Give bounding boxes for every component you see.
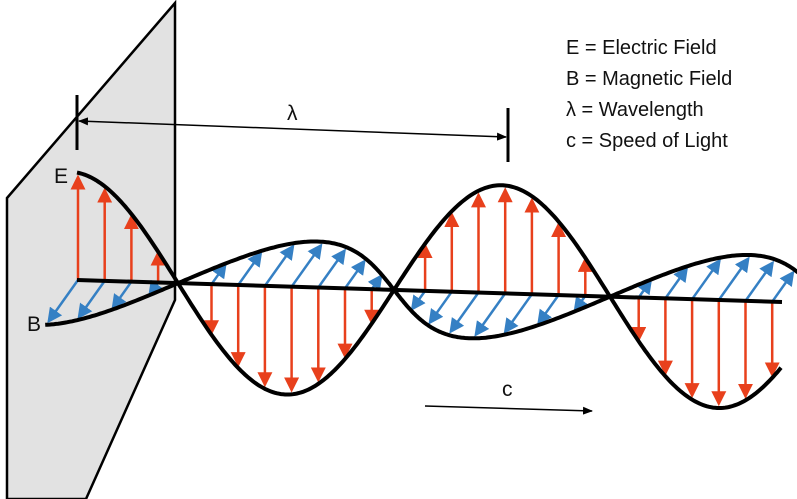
magnetic-field-vector [367, 273, 383, 291]
magnetic-field-label: B [27, 313, 41, 336]
legend-electric: E = Electric Field [566, 37, 717, 59]
legend-magnetic: B = Magnetic Field [566, 68, 732, 90]
electric-field-label: E [54, 165, 68, 188]
wavelength-arrow [78, 117, 507, 141]
magnetic-field-vector [77, 280, 106, 320]
magnetic-field-vector [210, 262, 227, 285]
magnetic-field-vector [537, 294, 560, 326]
magnetic-field-vector [691, 258, 721, 300]
polarization-plane [5, 0, 177, 499]
magnetic-field-vector [664, 266, 689, 300]
magnetic-field-wave [45, 239, 797, 341]
legend-wavelength: λ = Wavelength [566, 99, 704, 121]
magnetic-field-vector [290, 243, 323, 288]
magnetic-field-vector [111, 280, 133, 310]
magnetic-field-vector [428, 290, 453, 325]
electric-field-wave [76, 170, 783, 410]
magnetic-field-vector [410, 290, 427, 311]
wavelength-label: λ [287, 102, 298, 125]
magnetic-field-vector [474, 292, 507, 337]
magnetic-field-arrows [47, 243, 795, 337]
magnetic-field-vector [717, 256, 750, 301]
legend-speed: c = Speed of Light [566, 130, 728, 152]
speed-label: c [502, 378, 513, 401]
magnetic-field-vector [771, 270, 795, 303]
magnetic-field-vector [449, 291, 480, 334]
magnetic-field-vector [573, 295, 589, 313]
magnetic-field-vector [47, 279, 80, 324]
propagation-axis [76, 278, 783, 304]
magnetic-field-vector [343, 259, 366, 290]
legend: E = Electric Field B = Magnetic Field λ … [566, 37, 732, 152]
magnetic-field-vector [637, 278, 653, 299]
magnetic-field-vector [237, 251, 263, 286]
magnetic-field-vector [263, 244, 295, 287]
electric-field-arrows [70, 174, 780, 407]
speed-arrow [424, 405, 593, 415]
magnetic-field-vector [744, 260, 775, 302]
magnetic-field-vector [317, 248, 346, 289]
magnetic-field-vector [503, 293, 533, 334]
